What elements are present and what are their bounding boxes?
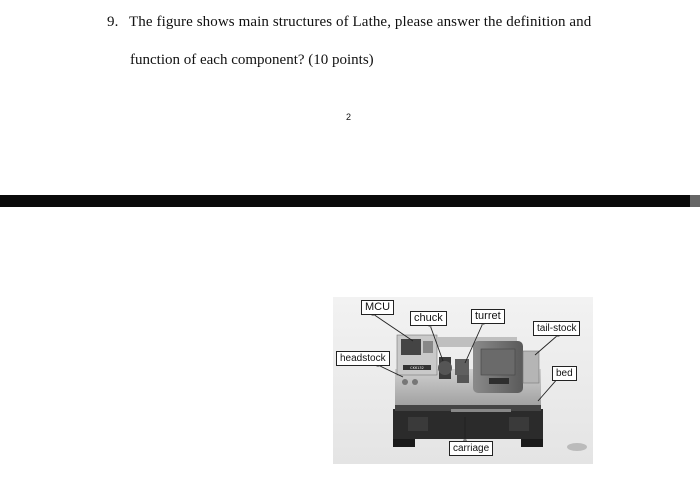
page-divider-bar xyxy=(0,195,700,207)
chuck-face xyxy=(438,361,452,375)
mcu-screen xyxy=(401,339,421,355)
lathe-foot-right xyxy=(521,439,543,447)
base-panel-right xyxy=(509,417,529,431)
name-plate-text: CK6132 xyxy=(410,366,424,370)
label-headstock: headstock xyxy=(336,351,390,366)
turret-block xyxy=(455,359,469,375)
control-knob-2 xyxy=(412,379,418,385)
question-line-1: 9. The figure shows main structures of La… xyxy=(107,14,591,31)
control-knob-1 xyxy=(402,379,408,385)
scrollbar-thumb[interactable] xyxy=(690,195,700,207)
logo-swirl xyxy=(567,443,587,451)
carriage-slide xyxy=(457,375,469,383)
tailstock-body xyxy=(522,350,540,384)
label-turret: turret xyxy=(471,309,505,324)
question-line-2: function of each component? (10 points) xyxy=(130,52,374,68)
label-carriage: carriage xyxy=(449,441,494,456)
question-number: 9. xyxy=(107,14,119,30)
leader-lines xyxy=(372,313,560,441)
caption-strip xyxy=(451,409,511,412)
base-panel-left xyxy=(408,417,428,431)
question-text-1: The figure shows main structures of Lath… xyxy=(129,14,592,30)
bed-rail xyxy=(395,405,541,411)
document-page-top: 9. The figure shows main structures of La… xyxy=(0,0,700,195)
name-plate xyxy=(403,365,431,370)
lathe-foot-left xyxy=(393,439,415,447)
page-number: 2 xyxy=(346,112,352,122)
label-chuck: chuck xyxy=(410,311,447,326)
lathe-figure: CK6132 xyxy=(333,297,593,464)
label-bed: bed xyxy=(552,366,577,381)
door-window xyxy=(480,348,516,376)
label-mcu: MCU xyxy=(361,300,395,315)
mcu-keypad xyxy=(423,341,433,353)
door-plate xyxy=(489,378,509,384)
label-tailstock: tail-stock xyxy=(533,321,581,336)
